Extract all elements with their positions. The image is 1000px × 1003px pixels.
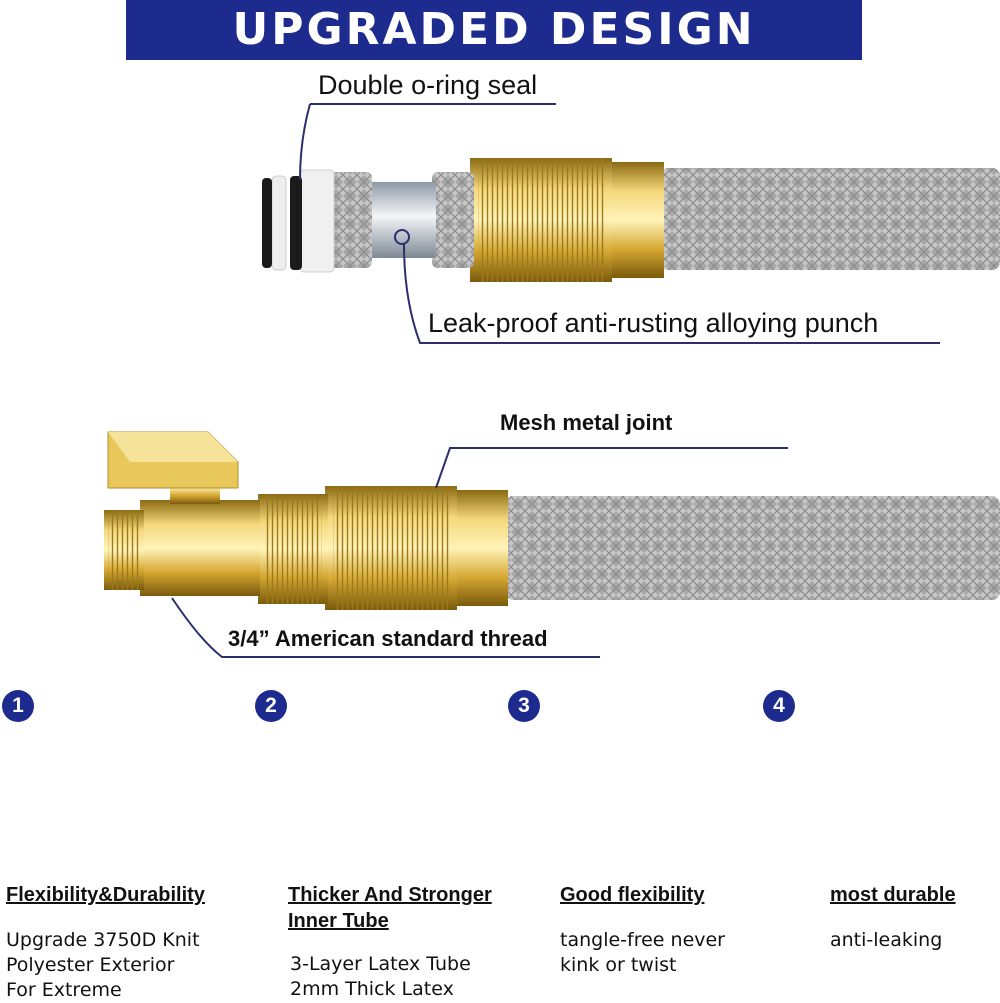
banner-title: UPGRADED DESIGN xyxy=(232,4,756,55)
feature-number-4: 4 xyxy=(763,690,795,722)
feature-title-2: Thicker And Stronger Inner Tube xyxy=(288,882,492,934)
feature-title-3: Good flexibility xyxy=(560,884,705,906)
feature-number-3: 3 xyxy=(508,690,540,722)
callout-double-oring-seal: Double o-ring seal xyxy=(318,70,538,100)
feature-body-line: Upgrade 3750D Knit xyxy=(6,929,200,951)
feature-body-line: 3-Layer Latex Tube xyxy=(290,953,471,975)
feature-body-2: 3-Layer Latex Tube 2mm Thick Latex xyxy=(290,952,471,1002)
feature-title-4: most durable xyxy=(830,884,956,906)
hose-illustration xyxy=(104,103,1000,658)
feature-body-1: Upgrade 3750D Knit Polyester Exterior Fo… xyxy=(6,928,200,1003)
feature-title-line: Inner Tube xyxy=(288,910,389,932)
top-hose-assembly xyxy=(262,158,1000,282)
feature-body-line: Polyester Exterior xyxy=(6,954,175,976)
feature-number-2: 2 xyxy=(255,690,287,722)
feature-body-line: 2mm Thick Latex xyxy=(290,978,454,1000)
feature-title-line: Thicker And Stronger xyxy=(288,884,492,906)
callout-leak-proof-punch: Leak-proof anti-rusting alloying punch xyxy=(428,308,879,338)
feature-body-line: anti-leaking xyxy=(830,929,943,951)
feature-body-line: tangle-free never xyxy=(560,929,725,951)
callout-thread-label: 3/4” American standard thread xyxy=(228,626,548,651)
feature-body-4: anti-leaking xyxy=(830,928,942,953)
feature-number-1: 1 xyxy=(2,690,34,722)
callout-thread: 3/4” American standard thread xyxy=(228,626,548,652)
feature-body-line: kink or twist xyxy=(560,954,677,976)
feature-body-3: tangle-free never kink or twist xyxy=(560,928,725,978)
header-banner xyxy=(126,0,862,60)
feature-body-line: For Extreme xyxy=(6,979,122,1001)
feature-title-1: Flexibility&Durability xyxy=(6,884,205,906)
middle-hose-assembly xyxy=(104,431,1000,610)
callout-mesh-metal-joint: Mesh metal joint xyxy=(500,410,673,435)
